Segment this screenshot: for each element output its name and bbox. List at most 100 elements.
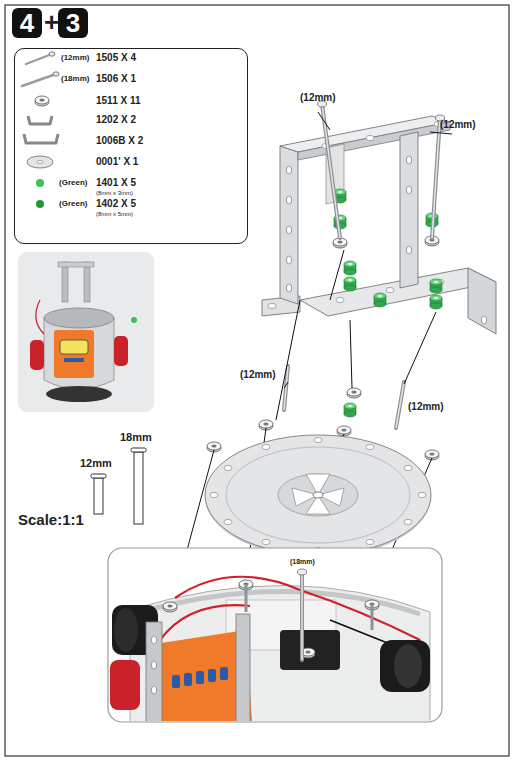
thumbnail-photo-part-part [84, 262, 90, 302]
bracket-assembly [262, 116, 496, 334]
bracket-assembly-part [280, 146, 298, 304]
parts-icons-part [36, 179, 44, 187]
robot-photo-part-part [114, 608, 138, 652]
robot-photo-part-part [151, 636, 156, 644]
thumbnail-photo-part-part [46, 386, 112, 402]
round-plate-part [404, 519, 412, 524]
part-color: (Green) [59, 200, 87, 208]
round-plate-part [366, 539, 374, 544]
parts-icons-part [53, 72, 59, 76]
bracket-assembly-part [344, 277, 356, 291]
robot-photo-part [110, 569, 430, 721]
thumbnail-photo-part-part [62, 262, 68, 302]
bolts-part [396, 382, 404, 428]
page-frame [5, 5, 509, 756]
bolt-length: (12mm) [408, 402, 444, 412]
thumbnail-photo-part-part [30, 340, 44, 370]
step-number: 4 [12, 8, 42, 38]
round-plate-part [224, 465, 232, 470]
robot-photo-part-part [146, 622, 162, 721]
bolt-length: (12mm) [240, 370, 276, 380]
part-length: (18mm) [61, 75, 89, 83]
parts-list-box: (12mm)1505 X 4(18mm)1506 X 11511 X 11120… [14, 48, 248, 244]
bracket-assembly-part [286, 196, 291, 204]
bracket-assembly-part [344, 261, 356, 275]
round-plate-part [224, 519, 232, 524]
part-color: (Green) [59, 179, 87, 187]
robot-photo-part-part [110, 660, 140, 710]
robot-photo-part-part [184, 673, 192, 686]
scale-pins-part [134, 452, 143, 524]
bolts-part [432, 118, 440, 238]
bracket-assembly-part [268, 303, 276, 308]
part-size: (8mm x 5mm) [96, 211, 133, 217]
bracket-assembly-part [286, 226, 291, 234]
round-plate [205, 435, 431, 557]
leader-lines-part [404, 312, 436, 384]
robot-photo-part-part [300, 572, 304, 660]
parts-icons-part [37, 161, 43, 164]
robot-photo-part-part [130, 585, 430, 721]
bracket-assembly-part [374, 293, 386, 307]
parts-icons [22, 52, 59, 208]
robot-photo-part-part [208, 669, 216, 682]
thumbnail-photo-part-part [60, 340, 88, 354]
robot-photo [108, 548, 442, 722]
scale-note: Scale:1:1 [18, 512, 84, 527]
round-plate-part [278, 474, 358, 516]
part-size: (8mm x 3mm) [96, 190, 133, 196]
leader-lines-part [430, 132, 452, 134]
parts-icons-part [28, 116, 52, 124]
thumbnail-photo-part-part [44, 308, 114, 328]
bracket-assembly-part [286, 256, 291, 264]
parts-icons-part [49, 52, 55, 56]
round-plate-part [262, 444, 270, 449]
robot-photo-part [108, 548, 442, 722]
bracket-assembly-part [406, 246, 411, 254]
robot-photo-part-part [301, 572, 303, 660]
thumbnail-photo-part-part [64, 358, 84, 362]
thumbnail-photo-part [18, 252, 154, 412]
thumbnail-photo-part-part [36, 300, 44, 334]
round-plate-part [205, 435, 431, 555]
parts-icons-part [27, 156, 53, 168]
bolts-part [432, 118, 440, 238]
robot-photo-part-part [371, 604, 374, 630]
bracket-assembly-part [406, 156, 411, 164]
bolts-part [322, 104, 340, 238]
parts-icons-part [22, 74, 56, 86]
round-plate-part [210, 492, 218, 497]
leader-lines-part [276, 300, 300, 420]
part-code: 1505 X 4 [96, 53, 136, 63]
round-plate-part [418, 492, 426, 497]
robot-photo-part-part [245, 584, 248, 612]
bolt-length: (18mm) [290, 558, 315, 565]
bracket-assembly-part [366, 135, 374, 140]
bracket-assembly-part [468, 268, 496, 334]
thumbnail-photo-part-part [131, 317, 137, 323]
robot-photo-part-part [298, 569, 307, 575]
scale-pins-part [131, 448, 146, 452]
bracket-assembly-part [481, 316, 486, 324]
parts-icons-part [24, 134, 58, 143]
round-plate-part [366, 444, 374, 449]
part-code: 0001' X 1 [96, 157, 138, 167]
scale-pins-part [94, 478, 103, 514]
parts-icons-part [36, 200, 44, 208]
bolts-part [322, 104, 340, 238]
thumbnail-photo [18, 252, 154, 412]
thumbnail-photo-part-part [58, 262, 94, 267]
bracket-assembly-part [336, 297, 344, 302]
robot-photo-part-part [151, 686, 156, 694]
part-code: 1402 X 5 [96, 199, 136, 209]
part-code: 1006B X 2 [96, 136, 143, 146]
bracket-assembly-part [298, 122, 450, 160]
bolt-length: (12mm) [440, 120, 476, 130]
part-code: 1202 X 2 [96, 115, 136, 125]
bolt-length: (12mm) [300, 93, 336, 103]
step-number: 3 [58, 8, 88, 38]
bracket-assembly-part [406, 186, 411, 194]
robot-photo-part-part [196, 671, 204, 684]
